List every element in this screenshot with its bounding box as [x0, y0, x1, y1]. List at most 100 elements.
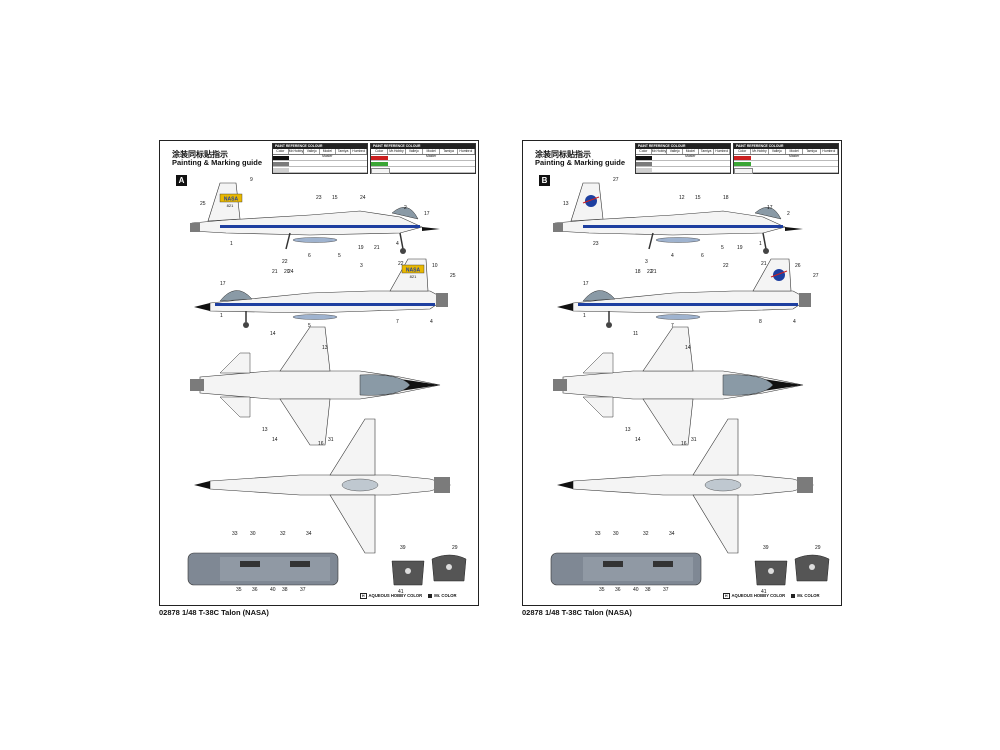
paint-row	[371, 161, 475, 167]
sheet-title-english-b: Painting & Marking guide	[535, 158, 626, 167]
col-humbrol: Humbrol	[352, 149, 368, 154]
callout-number: 35	[236, 587, 242, 593]
callout-number: 12	[679, 195, 685, 201]
scheme-label-a: A	[176, 175, 187, 186]
sheet-title-chinese: 涂装同标贴指示	[172, 150, 228, 159]
callout-number: 34	[306, 531, 312, 537]
paint-row	[734, 155, 838, 161]
col-color-2: Color	[371, 149, 389, 154]
callout-number: 5	[721, 245, 724, 251]
callout-number: 14	[635, 437, 641, 443]
callout-number: 5	[338, 253, 341, 259]
col-mrhobby-b2: Mr.Hobby	[752, 149, 769, 154]
paint-row	[636, 155, 730, 161]
legend-c-box	[428, 593, 433, 598]
col-tamiya-2: Tamiya	[440, 149, 458, 154]
sheet-title-english: Painting & Marking guide	[172, 158, 263, 167]
side-view-right-b	[557, 258, 811, 328]
legend-c-box-b	[791, 593, 796, 598]
callout-number: 21	[761, 261, 767, 267]
callout-number: 30	[250, 531, 256, 537]
product-code-b: 02878 1/48 T-38C Talon (NASA)	[522, 608, 632, 617]
callout-number: 2	[787, 211, 790, 217]
col-color: Color	[273, 149, 289, 154]
callout-number: 32	[280, 531, 286, 537]
callout-number: 1	[220, 313, 223, 319]
callout-number: 25	[200, 201, 206, 207]
callout-number: 14	[272, 437, 278, 443]
callout-number: 1	[230, 241, 233, 247]
callout-number: 11	[633, 331, 638, 337]
callout-number: 13	[563, 201, 569, 207]
side-view-left-b	[553, 182, 803, 254]
callout-number: 36	[615, 587, 621, 593]
col-tamiya-b2: Tamiya	[803, 149, 821, 154]
callout-number: 4	[396, 241, 399, 247]
callout-number: 22	[647, 269, 653, 275]
col-modelmaster-2: Model Master	[423, 149, 441, 158]
callout-number: 21	[374, 245, 380, 251]
callout-number: 27	[813, 273, 819, 279]
col-mrhobby-b: Mr.Hobby	[651, 149, 668, 154]
callout-number: 18	[723, 195, 729, 201]
tail-nasa-decal-2: NASA	[406, 268, 421, 274]
callout-number: 41	[761, 589, 767, 595]
paint-reference-table: PAINT REFERENCE COLOUR Color Mr.Hobby Va…	[272, 143, 368, 174]
callout-number: 31	[328, 437, 334, 443]
callout-number: 10	[432, 263, 438, 269]
callout-number: 35	[599, 587, 605, 593]
cockpit-tub	[187, 552, 339, 586]
col-modelmaster-b2: Model Master	[786, 149, 804, 158]
side-view-right: NASA 821	[194, 258, 448, 328]
nasa-meatball-icon	[585, 195, 597, 207]
callout-number: 25	[450, 273, 456, 279]
bottom-view	[194, 418, 452, 554]
callout-number: 34	[669, 531, 675, 537]
top-view-b	[553, 326, 804, 446]
callout-number: 22	[282, 259, 288, 265]
paint-row	[636, 161, 730, 167]
aircraft-views-a: NASA 821 NASA 821	[187, 177, 467, 595]
nasa-meatball-icon-2	[773, 269, 785, 281]
col-tamiya: Tamiya	[336, 149, 352, 154]
callout-number: 4	[671, 253, 674, 259]
callout-number: 17	[220, 281, 226, 287]
paint-reference-heading: PAINT REFERENCE COLOUR	[273, 144, 367, 149]
callout-number: 21	[272, 269, 278, 275]
callout-number: 41	[398, 589, 404, 595]
callout-number: 39	[763, 545, 769, 551]
callout-number: 37	[300, 587, 306, 593]
callout-number: 32	[643, 531, 649, 537]
callout-number: 37	[663, 587, 669, 593]
col-mrhobby-2: Mr.Hobby	[389, 149, 406, 154]
col-modelmaster-b: Model Master	[683, 149, 699, 158]
col-humbrol-b2: Humbrol	[821, 149, 838, 154]
callout-number: 13	[262, 427, 268, 433]
paint-row	[371, 155, 475, 161]
callout-number: 15	[332, 195, 338, 201]
callout-number: 33	[595, 531, 601, 537]
callout-number: 33	[232, 531, 238, 537]
col-color-b2: Color	[734, 149, 752, 154]
tail-number-2: 821	[410, 274, 417, 279]
callout-number: 38	[645, 587, 651, 593]
col-vallejo-2: Vallejo	[406, 149, 423, 154]
col-humbrol-b: Humbrol	[715, 149, 731, 154]
callout-number: 23	[316, 195, 322, 201]
paint-row	[636, 167, 730, 173]
callout-number: 27	[613, 177, 619, 183]
callout-number: 20	[284, 269, 290, 275]
instrument-panels-b	[754, 554, 830, 586]
tail-nasa-decal: NASA	[224, 197, 239, 203]
callout-number: 26	[795, 263, 801, 269]
callout-number: 36	[252, 587, 258, 593]
callout-number: 2	[404, 205, 407, 211]
callout-number: 40	[270, 587, 276, 593]
product-code-a: 02878 1/48 T-38C Talon (NASA)	[159, 608, 269, 617]
callout-number: 31	[691, 437, 697, 443]
callout-number: 6	[308, 253, 311, 259]
callout-number: 17	[767, 205, 773, 211]
scheme-label-b: B	[539, 175, 550, 186]
sheet-title-chinese-b: 涂装同标贴指示	[535, 150, 591, 159]
callout-number: 22	[723, 263, 729, 269]
